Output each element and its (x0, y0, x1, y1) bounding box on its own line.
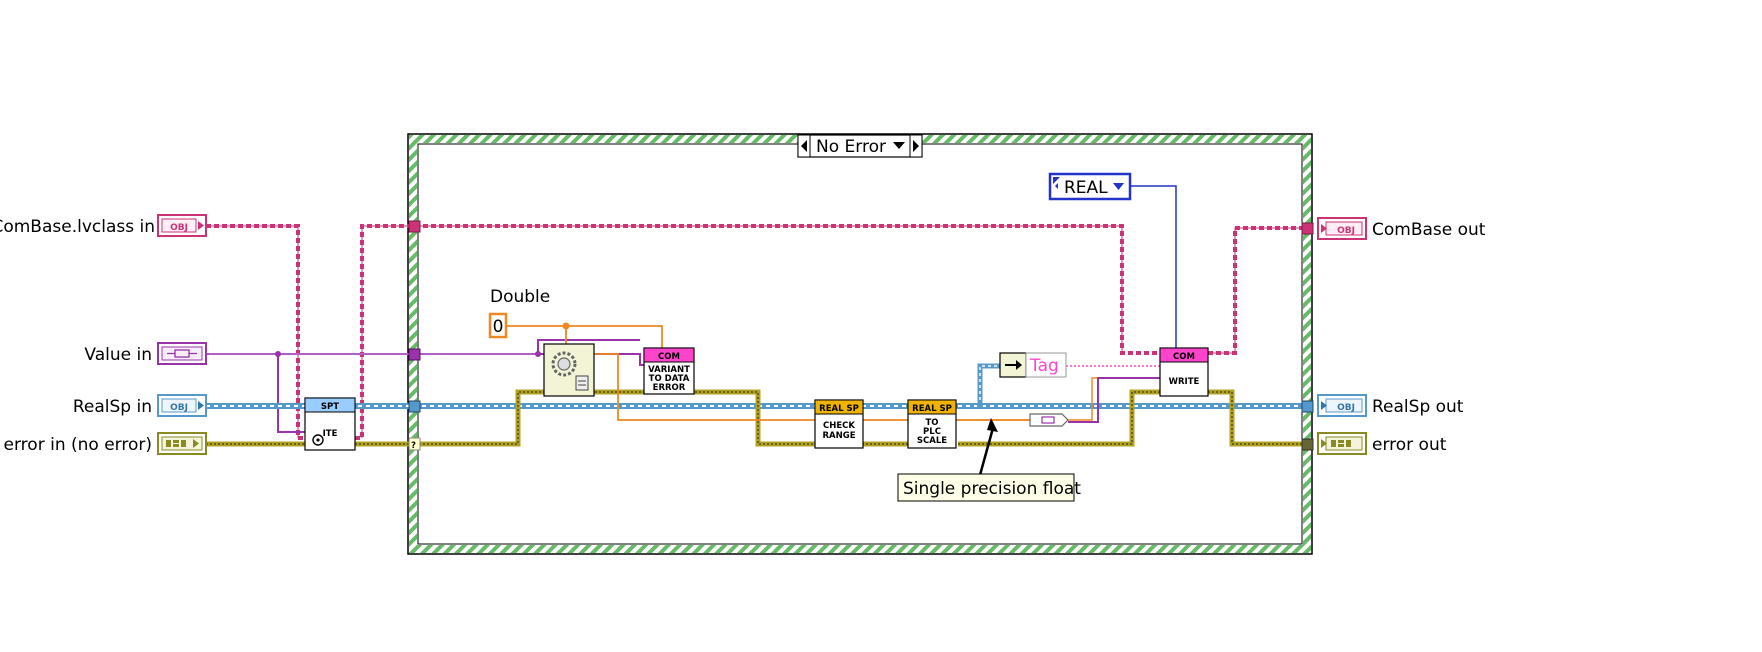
gear-icon (312, 434, 324, 446)
arrow-right-icon (1321, 224, 1327, 233)
error-cluster-icon (166, 439, 199, 448)
chevron-down-icon[interactable] (1113, 183, 1124, 190)
combase-in-badge: OBJ (170, 223, 188, 233)
value-in-label: Value in (84, 345, 152, 365)
spt-body: ITE (323, 429, 338, 439)
arrow-up-icon (987, 418, 998, 432)
combase-out-terminal[interactable]: OBJ ComBase out (1317, 217, 1486, 240)
chevron-down-icon[interactable] (893, 142, 905, 149)
check-range-line-2: RANGE (822, 431, 855, 441)
error-in-label: error in (no error) (4, 435, 152, 455)
realsp-out-badge: OBJ (1337, 403, 1355, 413)
to-plc-line-1: TO (925, 418, 938, 428)
check-range-header: REAL SP (819, 404, 859, 414)
settings-gear-icon (551, 351, 589, 391)
class-wire-core (206, 225, 1308, 438)
combase-in-label: ComBase.lvclass in (0, 217, 155, 237)
vtd-line-2: TO DATA (649, 374, 690, 384)
variant-to-data-error-node[interactable]: COM VARIANT TO DATA ERROR (643, 347, 695, 395)
spt-header: SPT (321, 402, 339, 412)
value-in-terminal[interactable]: Value in (84, 342, 207, 365)
case-selector[interactable]: No Error (797, 134, 923, 158)
realsp-in-label: RealSp in (73, 397, 152, 417)
enum-wire (1130, 185, 1177, 348)
variant-icon (1041, 416, 1055, 424)
double-value: 0 (493, 317, 504, 337)
realsp-out-label: RealSp out (1372, 397, 1464, 417)
vtd-line-1: VARIANT (648, 365, 690, 375)
single-precision-label: Single precision float (903, 479, 1081, 499)
error-wire (206, 389, 1308, 447)
spt-write-node[interactable]: SPT ITE (304, 397, 356, 451)
enum-arrows-icon (1055, 183, 1058, 189)
to-plc-line-3: SCALE (917, 436, 947, 446)
realsp-out-terminal[interactable]: OBJ RealSp out (1317, 394, 1464, 417)
com-write-body: WRITE (1169, 377, 1200, 387)
tunnels: ? (408, 220, 1314, 451)
check-range-line-1: CHECK (823, 421, 855, 431)
error-out-terminal[interactable]: error out (1317, 432, 1447, 455)
real-enum-constant[interactable]: REAL (1048, 172, 1132, 201)
com-write-header: COM (1173, 352, 1195, 362)
error-out-label: error out (1372, 435, 1447, 455)
double-label: Double (490, 287, 550, 307)
realsp-in-terminal[interactable]: RealSp in OBJ (73, 394, 207, 417)
arrow-right-icon (1016, 360, 1022, 370)
double-constant[interactable]: Double 0 (488, 287, 550, 339)
arrow-right-icon (198, 221, 204, 230)
tag-property-node[interactable]: Tag (999, 352, 1067, 378)
combase-out-label: ComBase out (1372, 220, 1486, 240)
combase-out-badge: OBJ (1337, 226, 1355, 236)
arrow-right-icon (198, 401, 204, 410)
to-plc-scale-node[interactable]: REAL SP TO PLC SCALE (907, 399, 957, 449)
to-plc-header: REAL SP (912, 404, 952, 414)
combase-in-terminal[interactable]: ComBase.lvclass in OBJ (0, 214, 207, 237)
realsp-in-badge: OBJ (170, 403, 188, 413)
wires (206, 185, 1308, 447)
error-in-terminal[interactable]: error in (no error) (4, 432, 207, 455)
vtd-line-3: ERROR (653, 383, 686, 393)
case-selector-label: No Error (816, 137, 886, 157)
to-variant-node[interactable] (1029, 413, 1069, 427)
single-precision-annotation: Single precision float (897, 418, 1081, 502)
error-cluster-icon (1321, 439, 1351, 448)
check-range-node[interactable]: REAL SP CHECK RANGE (814, 399, 864, 449)
com-header: COM (658, 352, 680, 362)
to-plc-line-2: PLC (923, 427, 941, 437)
com-write-node[interactable]: COM WRITE (1159, 347, 1209, 397)
variant-convert-node[interactable] (543, 343, 595, 397)
conditional-terminal-label: ? (411, 441, 416, 451)
decrement-arrow-icon[interactable] (801, 140, 807, 152)
increment-arrow-icon[interactable] (913, 140, 919, 152)
tag-label: Tag (1029, 356, 1059, 376)
real-enum-value: REAL (1064, 178, 1108, 198)
arrow-right-icon (1321, 401, 1327, 410)
